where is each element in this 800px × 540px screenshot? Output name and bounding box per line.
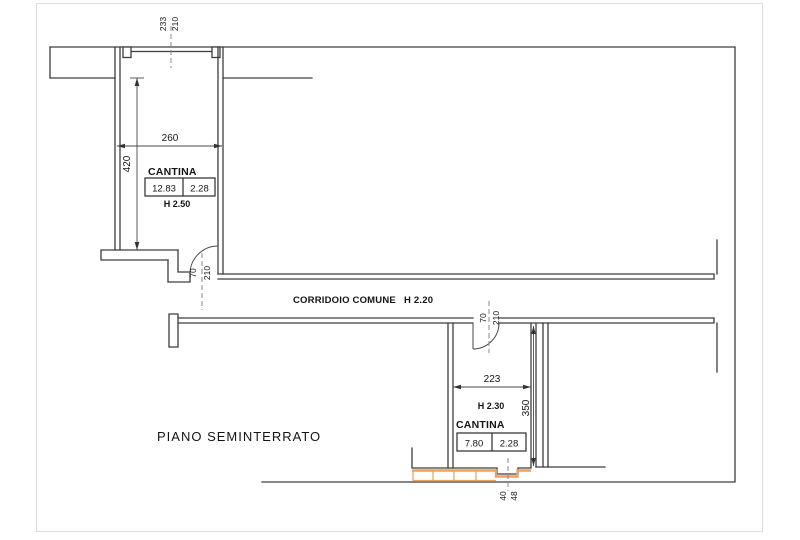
upper-room-door-step xyxy=(167,249,191,283)
upper-door-width-dim: 70 xyxy=(188,268,198,278)
highlighted-wall-ticks xyxy=(412,471,496,482)
upper-room-label: CANTINA xyxy=(148,166,197,178)
floor-title: PIANO SEMINTERRATO xyxy=(157,429,321,444)
lower-width-dim: 223 xyxy=(484,374,501,385)
upper-depth-dim: 420 xyxy=(122,155,133,172)
centerlines xyxy=(170,26,509,491)
walls xyxy=(49,46,736,483)
lower-room-shaft-wall xyxy=(542,322,549,468)
corridor-label: CORRIDOIO COMUNE xyxy=(293,295,396,306)
upper-door-swing-arc xyxy=(189,245,219,275)
window-width-dim: 233 xyxy=(158,17,168,31)
outer-wall xyxy=(49,46,736,483)
upper-table-box xyxy=(144,177,216,197)
dimension-arrows xyxy=(117,78,536,466)
lower-door-height-dim: 210 xyxy=(491,311,501,325)
upper-room-right-wall xyxy=(217,46,224,275)
corridor-top-wall xyxy=(217,273,715,280)
corridor-height-label: H 2.20 xyxy=(404,295,433,306)
window-jamb-left xyxy=(122,46,132,59)
lower-room-right-wall xyxy=(530,322,537,468)
highlighted-wall-line xyxy=(412,469,531,478)
drawing-frame xyxy=(36,3,763,532)
room-tables xyxy=(144,177,527,452)
window-height-dim: 210 xyxy=(170,17,180,31)
upper-width-dim: 260 xyxy=(162,133,179,144)
lower-area-value: 7.80 xyxy=(465,439,484,450)
lower-height-label: H 2.30 xyxy=(478,401,505,411)
niche-width-dim: 40 xyxy=(498,491,508,501)
niche-height-dim: 48 xyxy=(509,491,519,501)
lower-depth-dim: 350 xyxy=(521,399,532,416)
lower-door-width-dim: 70 xyxy=(478,313,488,323)
arrow-223-right xyxy=(523,384,531,390)
upper-door-height-dim: 210 xyxy=(202,266,212,280)
upper-height-label: H 2.50 xyxy=(164,199,191,209)
window-jamb-right xyxy=(211,46,221,59)
lower-door-swing-arc xyxy=(472,322,500,350)
arrow-420-top xyxy=(134,78,140,86)
highlighted-wall xyxy=(412,469,531,482)
arrow-420-bottom xyxy=(134,242,140,250)
corridor-wall-endcap xyxy=(168,313,179,348)
arrow-350-bottom xyxy=(531,458,536,466)
left-corner-wall xyxy=(49,46,116,79)
lower-module-value: 2.28 xyxy=(500,439,519,450)
upper-module-value: 2.28 xyxy=(190,184,209,195)
upper-area-value: 12.83 xyxy=(152,184,176,195)
arrow-260-right xyxy=(214,143,222,149)
arrow-223-left xyxy=(453,384,461,390)
upper-room-bottom-wall xyxy=(100,249,179,261)
arrow-350-top xyxy=(531,326,536,334)
lower-room-left-wall xyxy=(447,322,454,469)
lower-room-label: CANTINA xyxy=(456,419,505,431)
upper-room-left-wall xyxy=(114,46,121,251)
arrow-260-left xyxy=(117,143,125,149)
doors xyxy=(189,245,500,350)
corridor-bottom-wall xyxy=(177,317,715,324)
